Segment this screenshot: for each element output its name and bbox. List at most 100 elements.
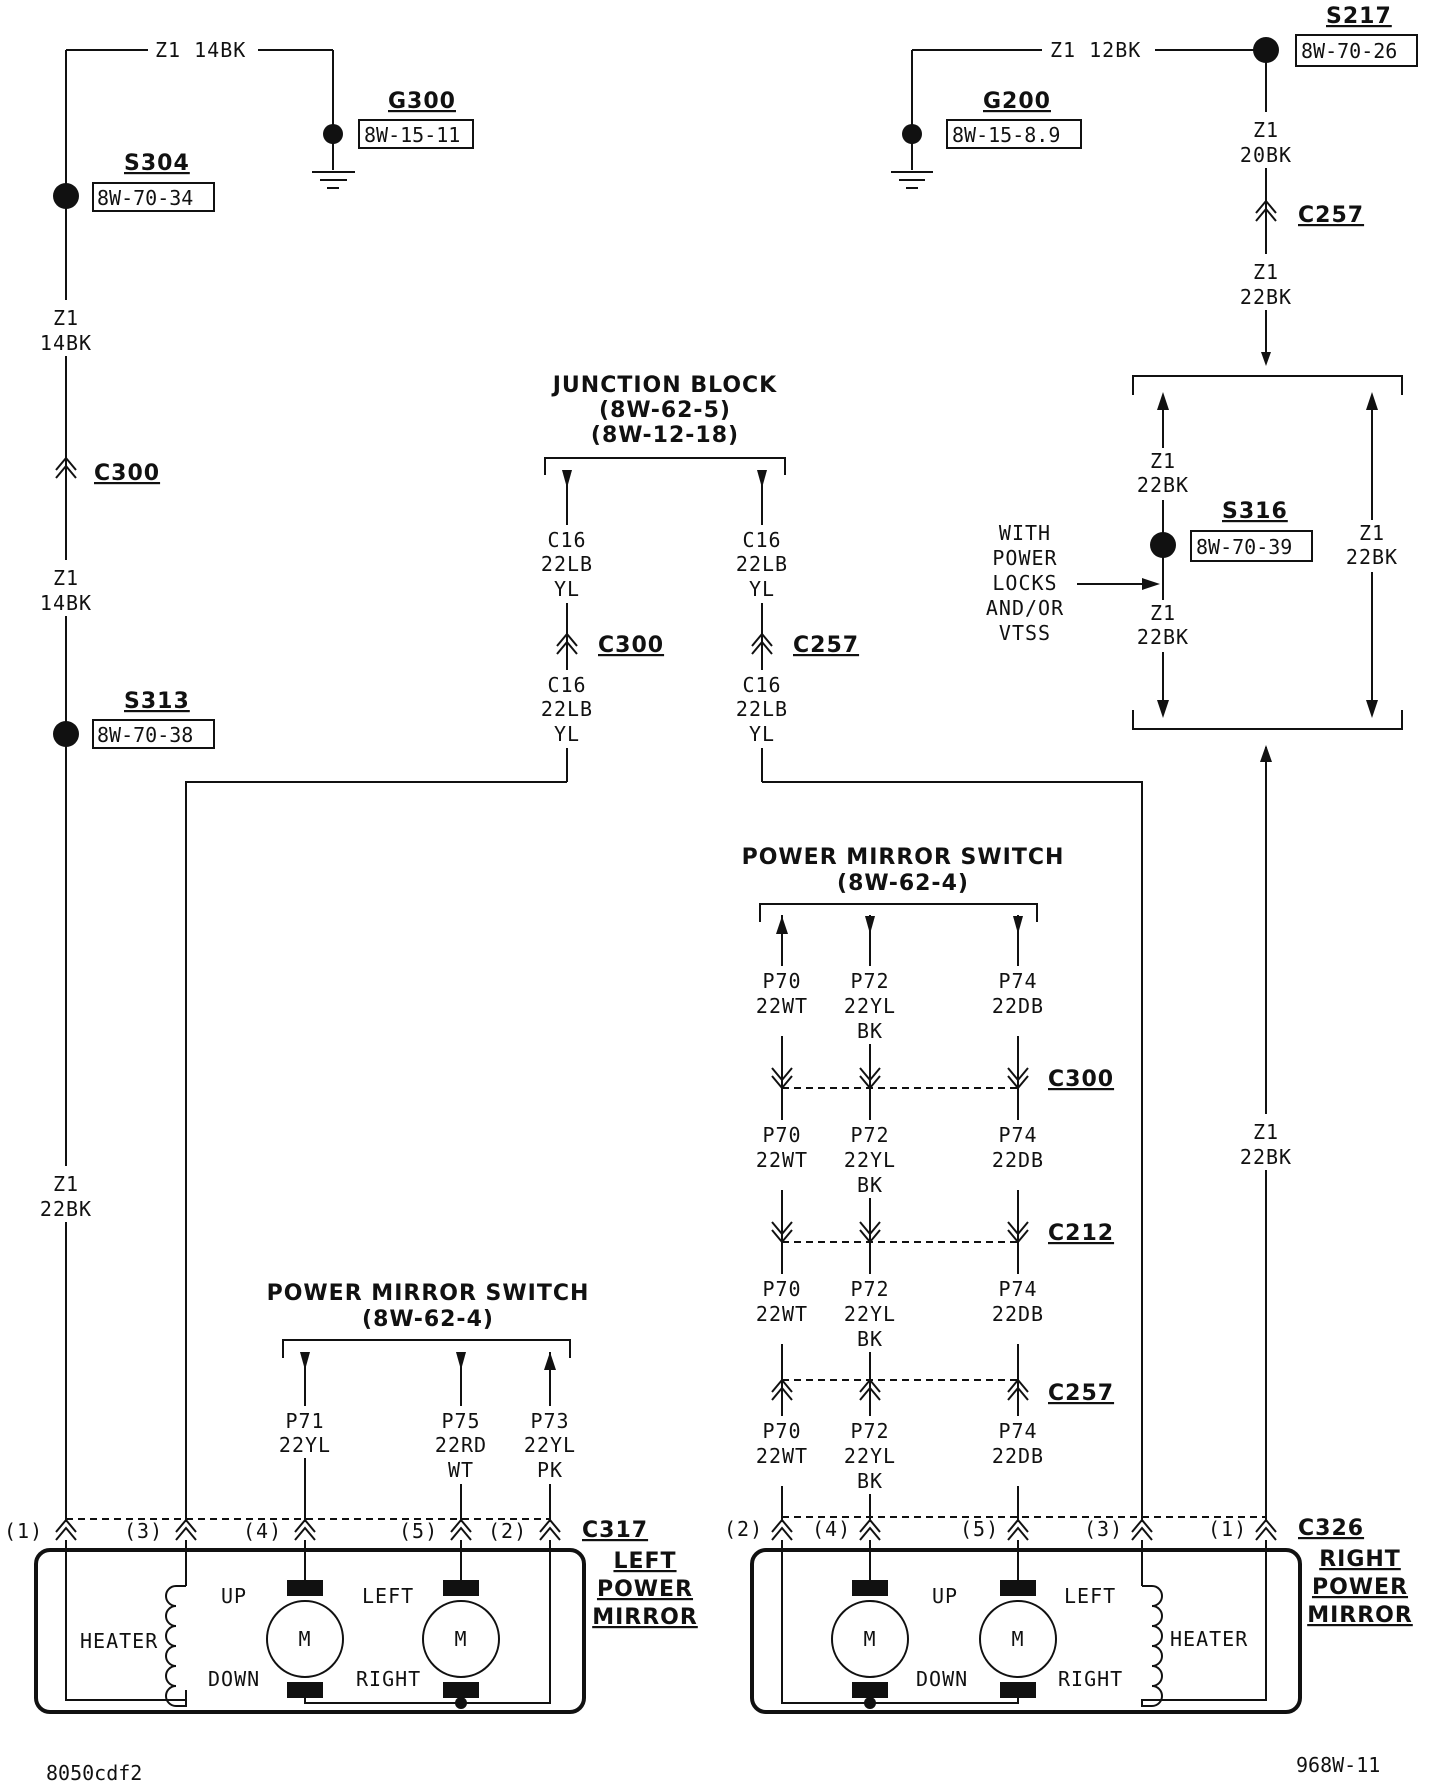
wire-label: P72 [850,1123,889,1147]
wire-label: 22WT [756,1444,808,1468]
splice-dot [53,721,79,747]
wire-label: 22YL [844,1444,896,1468]
connector-c257: C257 [793,633,859,658]
wire-label: 22LB [736,697,788,721]
wire-label: P74 [998,1419,1037,1443]
wire-label: P71 [285,1409,324,1433]
right-ground-trunk: S217 8W-70-26 Z1 20BK C257 Z1 22BK Z1 22… [1238,4,1418,1522]
mirror-name: RIGHT [1319,1547,1401,1572]
pin-label: (2) [724,1517,763,1541]
wire-label: 22LB [541,552,593,576]
connector-c300: C300 [598,633,664,658]
heater-element-icon [165,1585,187,1707]
ground-g300: Z1 14BK G300 8W-15-11 [66,38,474,189]
wire-label: 22BK [1240,1145,1292,1169]
wire-label: P70 [762,969,801,993]
wire-label: YL [749,722,775,746]
wire-label: P75 [441,1409,480,1433]
splice-dot [1150,532,1176,558]
splice-s316: S316 [1222,499,1288,524]
wire-labels-row4: P70 22WT P72 22YL BK P74 22DB [749,1416,1051,1494]
wire-label: BK [857,1469,883,1493]
connector-c300: C300 [94,461,160,486]
mirror-name: MIRROR [592,1605,698,1630]
heater-label: HEATER [80,1629,158,1653]
wire-label: 14BK [40,591,92,615]
wire-label: P73 [530,1409,569,1433]
option-note: VTSS [999,621,1051,645]
pin-label: (1) [1208,1517,1247,1541]
pin-label: (1) [4,1519,43,1543]
pin-label: (3) [1084,1517,1123,1541]
pin-label: (2) [488,1519,527,1543]
wire-label: Z1 [1253,118,1279,142]
motor-icon [422,1600,500,1678]
option-note: POWER [992,546,1057,570]
direction-label: RIGHT [1058,1667,1123,1691]
wire-label: 14BK [40,331,92,355]
motor-label: M [1011,1627,1024,1651]
wire-label: Z1 [1150,449,1176,473]
motor-icon [266,1600,344,1678]
mirror-name: POWER [597,1577,693,1602]
wire-label: Z1 [53,306,79,330]
wire-label: 22LB [736,552,788,576]
ref-s304: 8W-70-34 [97,186,193,210]
pin-label: (3) [124,1519,163,1543]
wire-label: 22YL [844,1148,896,1172]
switch-title: POWER MIRROR SWITCH [267,1281,590,1306]
pin-label: (5) [960,1517,999,1541]
splice-dot [53,183,79,209]
wire-label: Z1 [1253,1120,1279,1144]
wire-label: 22DB [992,1302,1044,1326]
direction-label: UP [932,1584,958,1608]
direction-label: DOWN [916,1667,968,1691]
wire-label: 22LB [541,697,593,721]
wire-label: 22RD [435,1433,487,1457]
wire-label: C16 [547,673,586,697]
connector-c317: C317 [582,1518,648,1543]
ground-g200: Z1 12BK G200 8W-15-8.9 [891,38,1266,189]
motor-label: M [298,1627,311,1651]
wire-label: 22YL [279,1433,331,1457]
ref-g300: 8W-15-11 [364,123,460,147]
wire-label: 22WT [756,1302,808,1326]
right-power-mirror: (2) (4) (5) (3) (1) C326 M M UP DOWN LEF… [724,1516,1413,1714]
direction-label: LEFT [1064,1584,1116,1608]
wire-label: 22DB [992,1444,1044,1468]
wire-label: 22DB [992,1148,1044,1172]
wire-labels-row3: P70 22WT P72 22YL BK P74 22DB [749,1274,1051,1352]
wire-label: 22WT [756,994,808,1018]
wire-label: 22WT [756,1148,808,1172]
left-power-mirror: (1) (3) (4) (5) (2) C317 HEATER UP DOWN … [4,1518,698,1714]
splice-s217: S217 [1326,4,1392,29]
splice-s304: S304 [124,151,190,176]
switch-ref: (8W-62-4) [362,1307,494,1332]
footer-left-code: 8050cdf2 [46,1761,142,1785]
splice-s313: S313 [124,689,190,714]
wire-label: BK [857,1327,883,1351]
wire-label: Z1 [53,1172,79,1196]
wire-label: P74 [998,969,1037,993]
wire-label: 22BK [40,1197,92,1221]
wire-label: 22BK [1240,285,1292,309]
motor-icon [979,1600,1057,1678]
wire-label: P72 [850,1277,889,1301]
wire-label: Z1 [1150,601,1176,625]
wire-labels-row2: P70 22WT P72 22YL BK P74 22DB [749,1120,1051,1198]
wire-label: Z1 [1359,521,1385,545]
ref-s316: 8W-70-39 [1196,535,1292,559]
mirror-name: LEFT [613,1549,676,1574]
wire-label: YL [554,722,580,746]
direction-label: DOWN [208,1667,260,1691]
wire-label: WT [448,1458,474,1482]
splice-g300: G300 [388,89,456,114]
connector-c300: C300 [1048,1067,1114,1092]
wire-label: 22YL [844,994,896,1018]
wire-label: P72 [850,969,889,993]
wire-label: 22BK [1346,545,1398,569]
connector-arrows [55,1518,561,1541]
left-ground-trunk: S304 8W-70-34 Z1 14BK C300 Z1 14BK S313 … [38,50,215,1522]
wire-label: BK [857,1173,883,1197]
mirror-name: MIRROR [1307,1603,1413,1628]
